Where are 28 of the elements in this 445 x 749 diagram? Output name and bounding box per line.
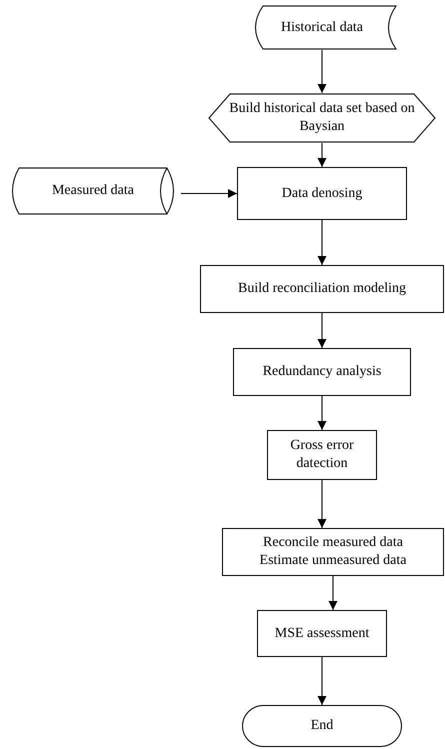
- process-box: [222, 528, 444, 576]
- node-label: Estimate unmeasured data: [258, 552, 408, 570]
- preparation-hexagon: [208, 93, 436, 143]
- node-label: Reconcile measured data: [262, 534, 404, 552]
- arrow: [328, 576, 338, 610]
- node-label: Historical data: [280, 18, 364, 36]
- process-box: [237, 167, 407, 220]
- arrow: [318, 50, 326, 94]
- node-label: End: [310, 717, 334, 735]
- process-box: [257, 610, 387, 657]
- node-label: Build historical data set based on Baysian: [228, 100, 416, 136]
- node-label: Build reconciliation modeling: [237, 280, 407, 298]
- process-box: [267, 430, 377, 480]
- arrow: [318, 312, 326, 348]
- node-label: Data denosing: [280, 184, 364, 202]
- arrow: [318, 396, 326, 430]
- arrow: [318, 656, 326, 706]
- process-box: [200, 265, 444, 313]
- terminator-shape: [242, 705, 402, 747]
- node-label: Measured data: [50, 182, 136, 200]
- arrow: [318, 220, 326, 266]
- process-box: [233, 348, 411, 396]
- node-label: MSE assessment: [274, 624, 370, 642]
- arrow: [318, 480, 326, 528]
- node-label: Redundancy analysis: [262, 363, 382, 381]
- arrow: [318, 142, 326, 168]
- arrow: [180, 189, 238, 198]
- node-label: Gross error datection: [289, 437, 355, 473]
